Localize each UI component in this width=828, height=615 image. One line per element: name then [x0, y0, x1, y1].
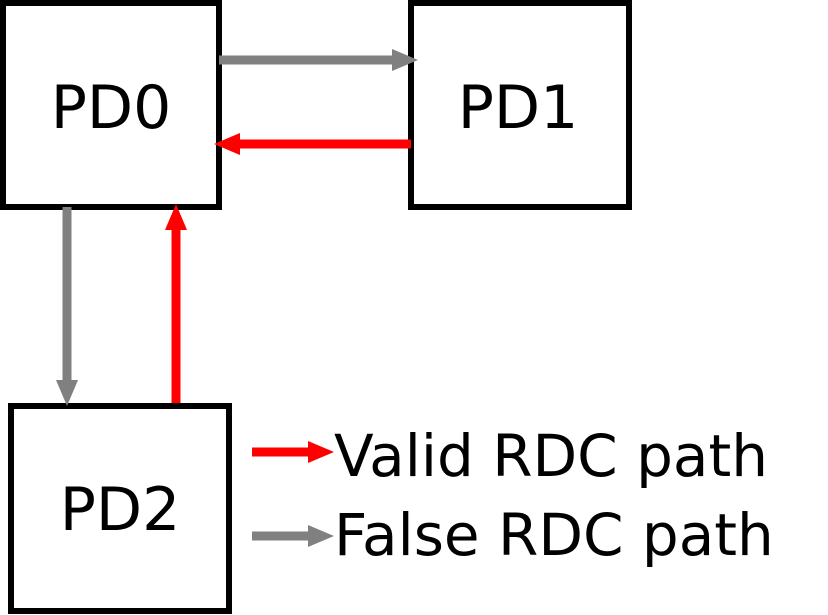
- legend-valid-label: Valid RDC path: [334, 422, 768, 490]
- node-pd1: PD1: [408, 0, 632, 210]
- node-pd2: PD2: [8, 403, 232, 614]
- node-pd0-label: PD0: [51, 73, 172, 143]
- legend-item-false: False RDC path: [252, 501, 774, 569]
- node-pd1-label: PD1: [458, 73, 579, 143]
- legend-item-valid: Valid RDC path: [252, 422, 768, 490]
- legend-false-label: False RDC path: [334, 501, 774, 569]
- node-pd0-box: [0, 0, 222, 210]
- node-pd2-box: [8, 403, 232, 614]
- node-pd1-box: [408, 0, 632, 210]
- legend: Valid RDC path False RDC path: [252, 422, 774, 569]
- node-pd0: PD0: [0, 0, 222, 210]
- node-pd2-label: PD2: [60, 475, 181, 545]
